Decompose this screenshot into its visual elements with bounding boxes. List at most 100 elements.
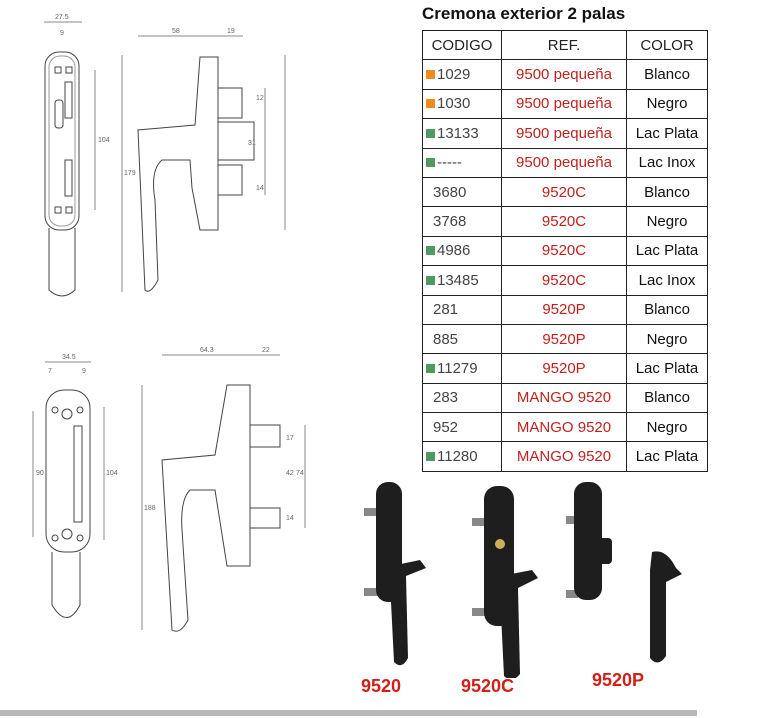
ref-cell: 9500 pequeña [501,88,627,120]
code-text: 13485 [437,271,479,289]
code-cell: 885 [422,323,502,355]
dim-spacing-left: 90 [36,470,44,477]
color-cell: Lac Plata [626,353,708,384]
product-label-9520: 9520 [361,676,402,696]
ref-cell: MANGO 9520 [501,412,627,443]
dim-spindle: 19 [227,28,235,35]
code-cell: 4986 [422,235,502,267]
handle-side-profile [137,56,219,292]
dim-spindle: 22 [262,347,270,354]
code-cell: 281 [422,294,502,325]
color-cell: Negro [626,323,708,355]
dim-hole: 9 [60,30,64,37]
color-cell: Lac Inox [626,265,708,296]
dim-depth: 64.3 [200,347,214,354]
handle-mango-image [650,551,682,663]
color-cell: Negro [626,412,708,443]
code-text: 11279 [437,359,478,377]
table-header: CODIGO REF. COLOR [422,29,708,61]
ref-cell: 9520C [501,176,627,208]
code-text: ----- [437,154,462,172]
code-cell: 11280 [422,441,502,472]
header-codigo: CODIGO [422,29,502,61]
code-cell: 11279 [422,353,502,384]
dim-d3: 14 [256,185,264,192]
code-cell: 13485 [422,265,502,296]
dim-spacing: 104 [98,137,110,144]
ref-cell: 9500 pequeña [501,59,627,90]
color-cell: Blanco [626,176,708,208]
ref-cell: 9520P [501,323,627,355]
code-cell: ----- [422,147,502,178]
color-marker-icon [426,158,435,168]
color-marker-icon [426,70,435,80]
technical-drawing-bottom: 34.5 7 9 90 104 64.3 22 188 17 42 74 14 [32,347,306,632]
color-marker-icon [426,128,435,138]
code-text: 1029 [437,66,471,84]
color-cell: Blanco [626,382,708,414]
dim-width: 34.5 [62,354,76,361]
color-marker-icon [426,452,435,462]
code-cell: 3680 [422,176,502,208]
color-marker-icon [426,363,435,373]
technical-drawing-top: 27.5 9 104 58 19 179 12 31 14 [44,14,286,297]
dim-d2: 31 [248,140,256,147]
product-photos [364,482,682,678]
ref-cell: 9520P [501,353,627,384]
code-text: 3680 [433,183,467,201]
code-text: 13133 [437,124,479,142]
dim-d1: 17 [286,435,294,442]
dim-height: 179 [124,170,136,177]
dim-h1: 7 [48,368,52,375]
code-cell: 952 [422,412,502,443]
code-cell: 1030 [422,88,502,120]
code-cell: 283 [422,382,502,414]
handle-9520-image [364,482,426,666]
code-cell: 13133 [422,118,502,149]
handle-base-plate-front [45,389,91,553]
dim-spacing-right: 104 [106,470,118,477]
code-cell: 1029 [422,59,502,90]
dim-d2: 42 [286,470,294,477]
code-cell: 3768 [422,206,502,237]
color-cell: Negro [626,88,708,120]
color-cell: Lac Plata [626,441,708,472]
footer-divider [0,710,697,716]
color-marker-icon [426,275,435,285]
color-marker-icon [426,99,435,109]
header-ref: REF. [501,29,627,61]
code-text: 4986 [437,242,471,260]
color-cell: Negro [626,206,708,237]
ref-cell: 9520C [501,206,627,237]
code-text: 3768 [433,213,467,231]
handle-side-profile [161,384,251,632]
code-text: 952 [433,418,459,436]
color-cell: Lac Plata [626,235,708,267]
code-text: 11280 [437,448,478,466]
dim-d4: 14 [286,515,294,522]
color-cell: Blanco [626,59,708,90]
color-marker-icon [426,246,435,256]
handle-9520P-image [566,482,612,600]
dim-d3: 74 [296,470,304,477]
dim-width: 27.5 [55,14,69,21]
dim-height: 188 [144,505,156,512]
ref-cell: 9520C [501,265,627,296]
ref-cell: 9500 pequeña [501,118,627,149]
color-cell: Lac Plata [626,118,708,149]
color-cell: Blanco [626,294,708,325]
ref-cell: 9500 pequeña [501,147,627,178]
ref-cell: MANGO 9520 [501,382,627,414]
ref-cell: 9520P [501,294,627,325]
